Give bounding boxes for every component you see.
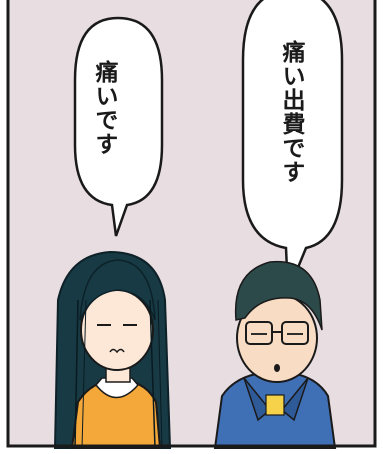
man-character-icon — [213, 260, 337, 449]
speech-bubble-right — [241, 0, 344, 293]
woman-character-icon — [53, 250, 172, 449]
panel-border — [6, 0, 377, 448]
speech-bubble-left-text: 痛いです — [91, 60, 117, 156]
speech-bubble-right-text: 痛い出費です — [278, 40, 304, 184]
speech-bubble-left — [73, 16, 164, 237]
